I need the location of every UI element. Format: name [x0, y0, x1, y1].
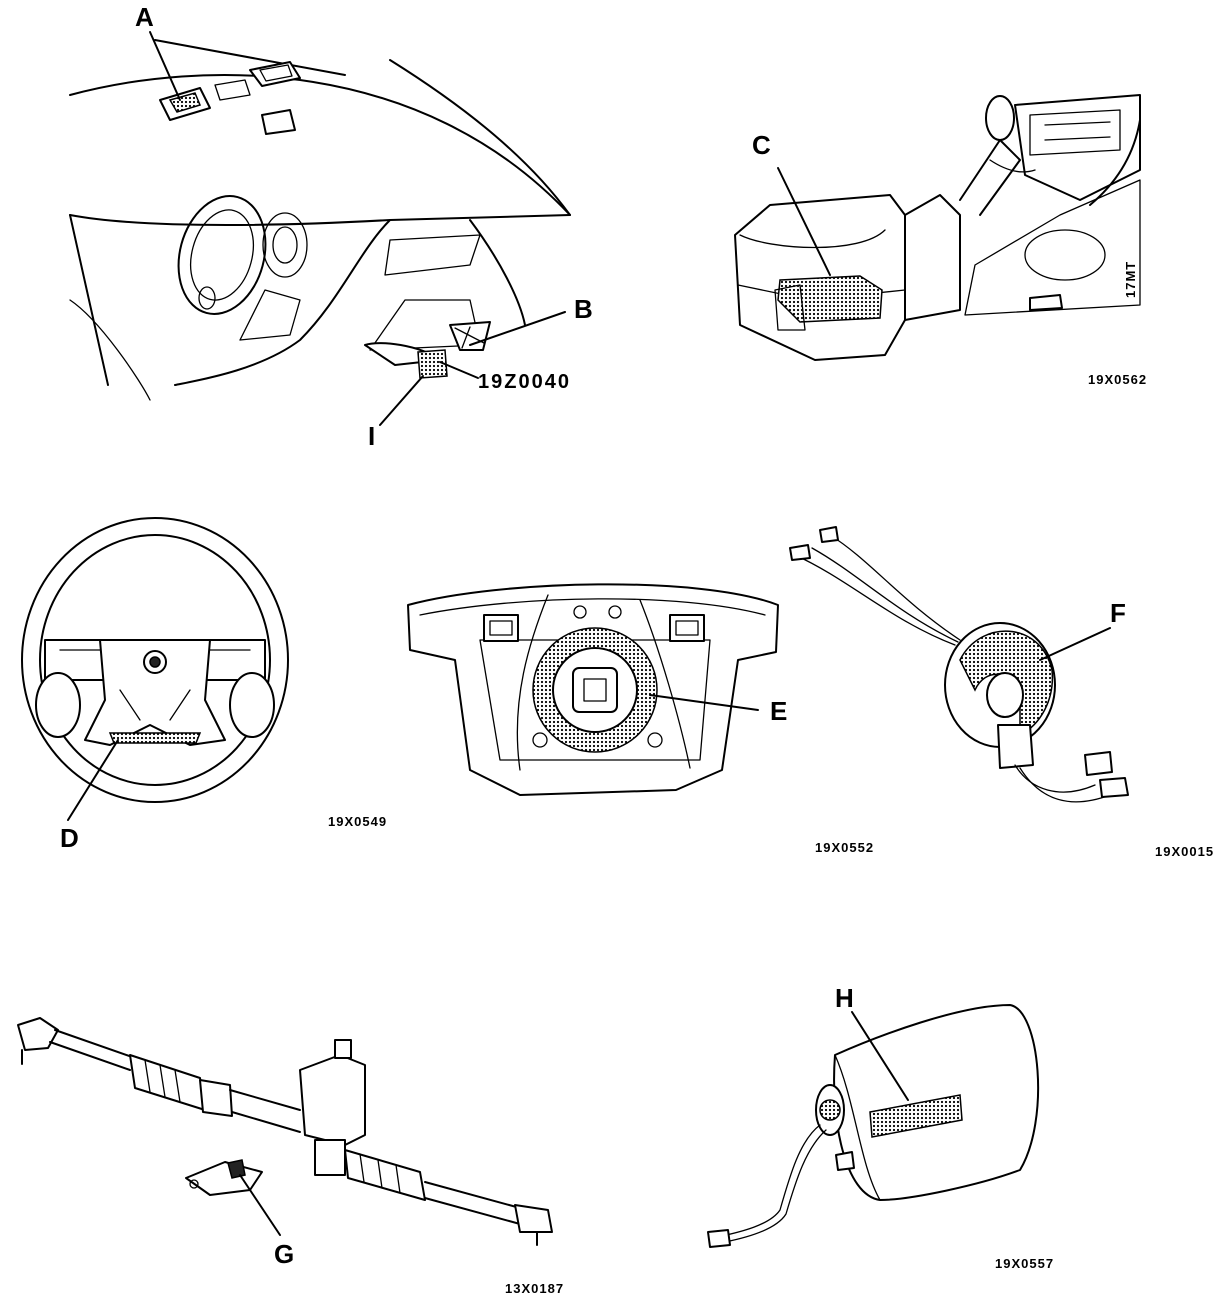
steering-wheel-illustration — [21, 517, 289, 821]
rotary-connector-illustration — [789, 526, 1129, 803]
label-b: B — [574, 294, 593, 324]
passenger-airbag-illustration — [707, 1004, 1040, 1248]
code-clockspring: 19X0015 — [1155, 844, 1214, 859]
code-console-side: 17MT — [1123, 261, 1138, 298]
label-g: G — [274, 1239, 294, 1269]
center-console-illustration — [734, 94, 1141, 361]
code-console: 19X0562 — [1088, 372, 1147, 387]
dashboard-illustration — [69, 31, 571, 426]
label-e: E — [770, 696, 787, 726]
code-dashboard: 19Z0040 — [478, 371, 571, 393]
label-d: D — [60, 823, 79, 853]
code-steering-rack: 13X0187 — [505, 1281, 564, 1296]
label-a: A — [135, 2, 154, 32]
airbag-module-illustration — [407, 583, 779, 796]
code-airbag-module: 19X0552 — [815, 840, 874, 855]
label-h: H — [835, 983, 854, 1013]
steering-rack-illustration — [17, 1017, 553, 1246]
code-wheel: 19X0549 — [328, 814, 387, 829]
label-f: F — [1110, 598, 1126, 628]
code-passenger-bag: 19X0557 — [995, 1256, 1054, 1271]
label-i: I — [368, 421, 375, 451]
label-c: C — [752, 130, 771, 160]
